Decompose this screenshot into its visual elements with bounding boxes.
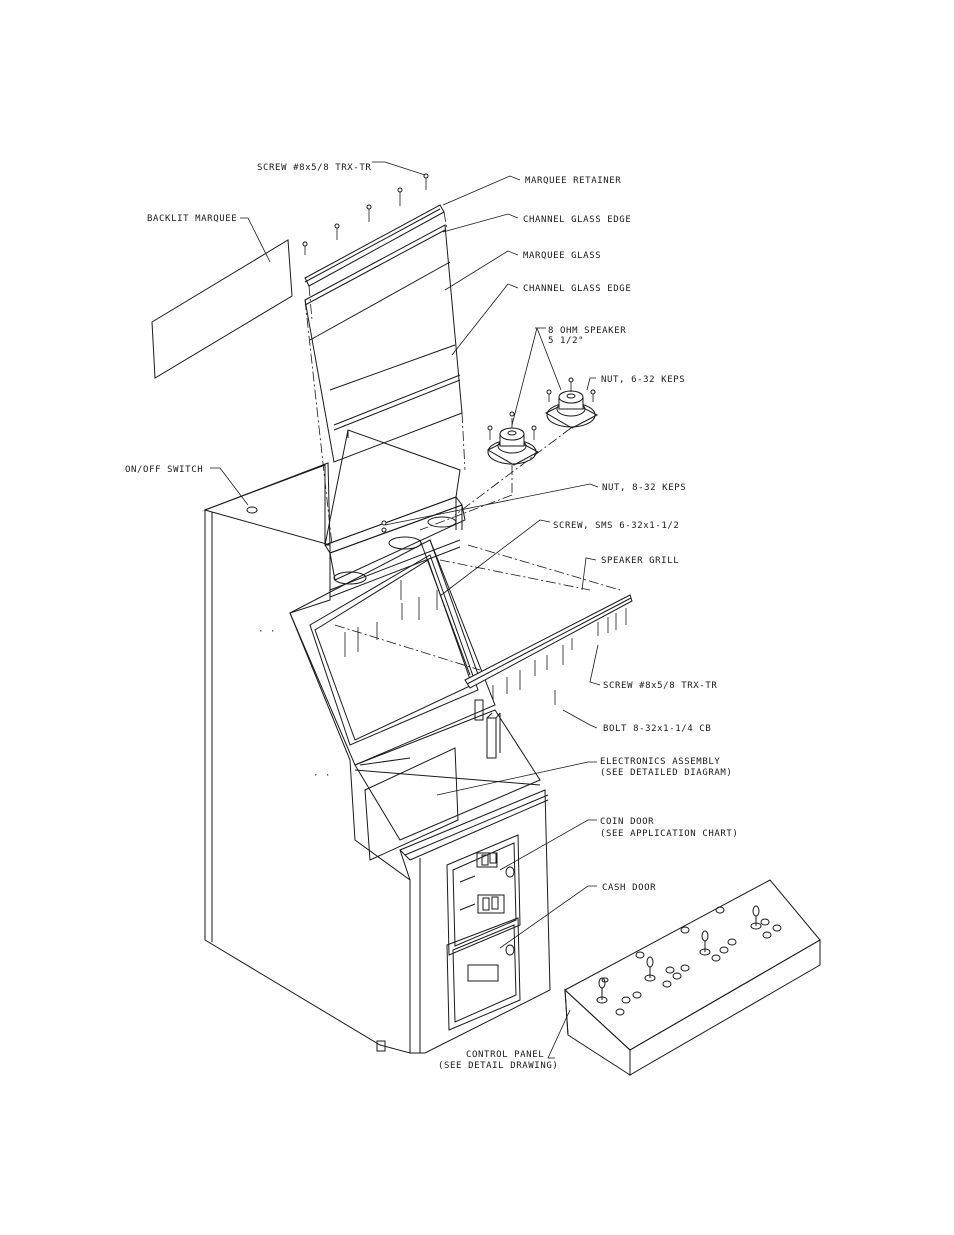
cash-door [446,917,521,1031]
control-panel-box [564,879,821,1076]
label-electronics-1: ELECTRONICS ASSEMBLY [600,757,720,767]
monitor-alignment-lines [334,544,621,671]
label-channel-glass-edge-2: CHANNEL GLASS EDGE [523,284,631,294]
speaker-alignment-lines [419,427,572,531]
cabinet-body: · · · · [203,462,411,1054]
backlit-marquee-panel [151,239,293,379]
label-electronics-2: (SEE DETAILED DIAGRAM) [600,768,732,778]
label-on-off-switch: ON/OFF SWITCH [125,465,203,475]
callout-labels: SCREW #8x5/8 TRX-TR MARQUEE RETAINER CHA… [125,163,738,1071]
alignment-lines-top [304,211,466,546]
marquee-retainer-bar [304,204,445,287]
front-lower-panel [399,789,551,1054]
coin-door [446,834,521,956]
speaker-left [486,411,540,466]
support-posts [474,699,501,759]
label-control-panel-2: (SEE DETAIL DRAWING) [438,1061,558,1071]
label-channel-glass-edge-1: CHANNEL GLASS EDGE [523,215,631,225]
label-backlit-marquee: BACKLIT MARQUEE [147,214,237,224]
label-cash-door: CASH DOOR [602,883,656,893]
label-marquee-retainer: MARQUEE RETAINER [525,176,621,186]
svg-text:· ·: · · [258,627,276,637]
leader-lines [210,161,601,1059]
label-nut-632: NUT, 6-32 KEPS [601,375,685,385]
sms-screws [344,580,438,657]
svg-text:· ·: · · [313,771,331,781]
lower-front-shelf [354,709,541,861]
control-panel-joysticks [596,905,762,1004]
label-screw-bottom: SCREW #8x5/8 TRX-TR [603,681,717,691]
label-speaker-2: 5 1/2" [548,336,584,346]
label-coin-door-2: (SEE APPLICATION CHART) [600,829,738,839]
label-screw-sms: SCREW, SMS 6-32x1-1/2 [553,521,679,531]
cabinet-hood [324,429,463,554]
label-speaker-1: 8 OHM SPEAKER [548,326,626,336]
monitor-bezel [289,539,496,766]
label-bolt: BOLT 8-32x1-1/4 CB [603,724,711,734]
top-screws [302,173,429,255]
marquee-glass [304,224,463,463]
speaker-grill-bar [464,594,633,689]
label-control-panel-1: CONTROL PANEL [466,1050,544,1060]
grill-screws [492,608,627,705]
label-marquee-glass: MARQUEE GLASS [523,251,601,261]
speaker-right [544,377,599,429]
control-panel-buttons [601,906,782,1016]
speaker-board [329,504,466,598]
label-nut-832: NUT, 8-32 KEPS [602,483,686,493]
label-screw-top: SCREW #8x5/8 TRX-TR [257,163,371,173]
label-speaker-grill: SPEAKER GRILL [601,556,679,566]
label-coin-door-1: COIN DOOR [600,817,654,827]
